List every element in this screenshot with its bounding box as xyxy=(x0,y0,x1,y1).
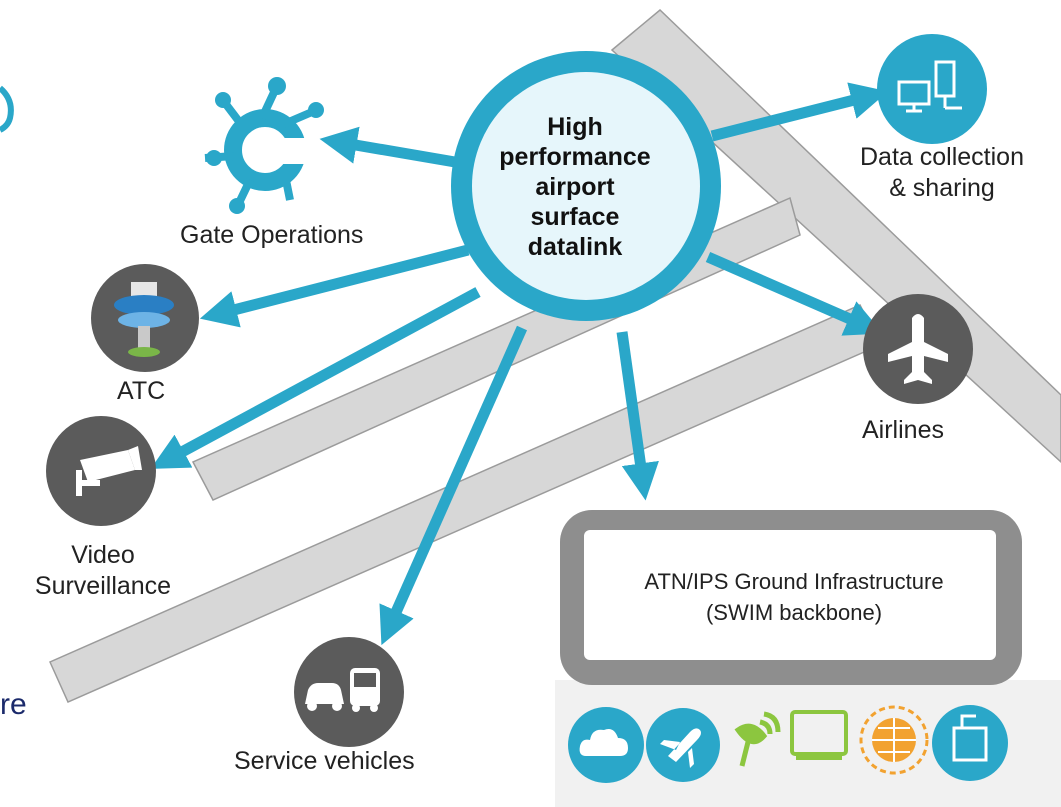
data-collection-node xyxy=(877,34,987,144)
data-collection-line: & sharing xyxy=(889,174,995,202)
infrastructure-line: ATN/IPS Ground Infrastructure xyxy=(644,569,944,594)
hub-line: High xyxy=(547,113,603,141)
airplane-icon xyxy=(646,708,720,782)
arrow-to-video-surveillance xyxy=(150,287,481,469)
airplane-icon xyxy=(888,314,948,384)
arrow-to-data-collection xyxy=(710,82,889,142)
arrow-to-service-vehicles xyxy=(379,325,528,646)
satellite-dish-icon xyxy=(734,711,781,767)
display-icon xyxy=(790,710,848,760)
video-surveillance-node xyxy=(46,416,156,526)
atc-label: ATC xyxy=(117,377,166,405)
hub-line: surface xyxy=(530,203,620,231)
globe-icon xyxy=(859,705,929,775)
gate-operations-label: Gate Operations xyxy=(180,221,364,249)
data-collection-line: Data collection xyxy=(860,143,1024,171)
document-icon xyxy=(932,705,1008,781)
data-collection-label: Data collection & sharing xyxy=(842,142,1042,204)
infrastructure-label: ATN/IPS Ground Infrastructure (SWIM back… xyxy=(584,566,1004,628)
edge-fragment-circle xyxy=(0,85,14,133)
hub-label: High performance airport surface datalin… xyxy=(470,112,680,262)
hub-line: performance xyxy=(499,143,651,171)
datalink-hub xyxy=(451,51,721,321)
airlines-node xyxy=(863,294,973,404)
infrastructure-icons xyxy=(568,705,1008,783)
video-surveillance-label: Video Surveillance xyxy=(18,540,188,602)
atc-tower-icon xyxy=(114,282,174,357)
atc-node xyxy=(91,264,199,372)
service-vehicles-node xyxy=(294,637,404,747)
arrow-to-gate-operations xyxy=(319,126,456,168)
service-vehicles-icon xyxy=(305,668,380,712)
cloud-icon xyxy=(568,707,644,783)
service-vehicles-label: Service vehicles xyxy=(234,747,415,775)
hub-line: airport xyxy=(535,173,615,201)
video-camera-icon xyxy=(76,446,142,496)
video-surveillance-line: Video xyxy=(71,541,135,569)
arrow-to-infrastructure xyxy=(616,331,659,501)
arrow-to-atc xyxy=(199,244,470,328)
connection-arrows xyxy=(150,82,889,646)
hub-line: datalink xyxy=(527,233,623,261)
arrow-to-airlines xyxy=(705,251,884,336)
video-surveillance-line: Surveillance xyxy=(34,572,172,600)
data-devices-icon xyxy=(897,60,962,113)
edge-fragment-text: re xyxy=(0,688,27,721)
infrastructure-line: (SWIM backbone) xyxy=(705,600,883,625)
airlines-label: Airlines xyxy=(862,416,944,444)
gate-operations-icon xyxy=(204,77,324,214)
